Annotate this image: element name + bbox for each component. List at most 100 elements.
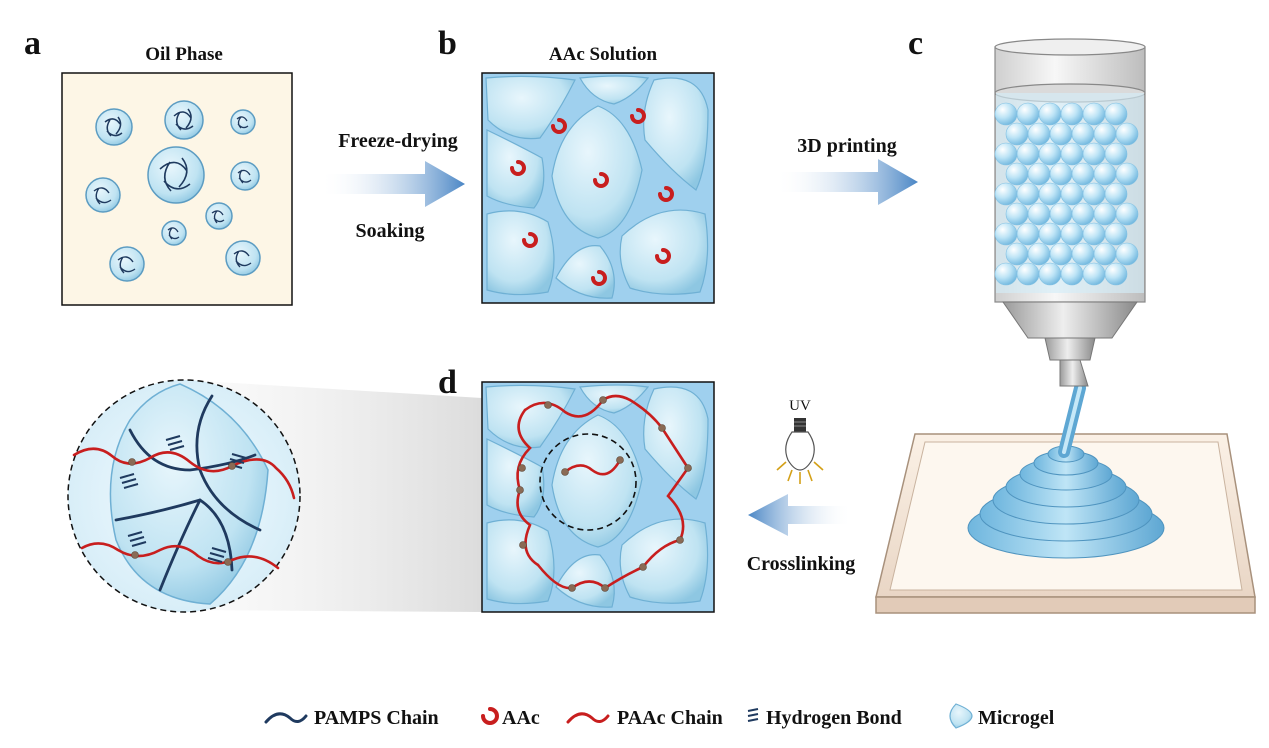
microgel-bead xyxy=(1005,242,1029,266)
microgel-bead xyxy=(1104,182,1128,206)
freeze-drying-label: Freeze-drying xyxy=(338,130,458,152)
microgel-bead xyxy=(1093,122,1117,146)
microgel-sphere xyxy=(95,108,133,146)
packed-microgels xyxy=(485,75,709,299)
paac-chains-zoom xyxy=(72,447,296,570)
legend-hbond: Hydrogen Bond xyxy=(747,707,902,729)
legend-pamps-label: PAMPS Chain xyxy=(314,707,439,729)
microgel-bead xyxy=(1016,102,1040,126)
microgel-bead xyxy=(1005,162,1029,186)
aac-monomer-icon xyxy=(655,248,671,264)
microgel-bead xyxy=(1038,142,1062,166)
microgel-bead xyxy=(1060,102,1084,126)
microgel-bead xyxy=(1005,122,1029,146)
microgel-particle xyxy=(619,518,709,604)
aac-monomer-icon xyxy=(658,186,674,202)
microgel-bead xyxy=(1038,182,1062,206)
microgel-sphere xyxy=(147,146,205,204)
pamps-chains xyxy=(114,394,262,592)
microgel-bead xyxy=(1060,262,1084,286)
microgel-bead xyxy=(1104,102,1128,126)
microgel-sphere xyxy=(205,202,233,230)
panel-d-letter: d xyxy=(438,364,457,401)
hydrogen-bond-icon xyxy=(119,473,139,489)
microgel-bead xyxy=(1049,242,1073,266)
microgel-bead xyxy=(1115,242,1139,266)
panel-b-letter: b xyxy=(438,25,457,62)
aac-monomer-icon xyxy=(551,118,567,134)
microgel-bead xyxy=(1071,242,1095,266)
arrow-crosslinking xyxy=(748,494,852,536)
microgel-bead xyxy=(1082,262,1106,286)
microgel-bead xyxy=(1104,222,1128,246)
microgel-particle xyxy=(643,386,709,500)
syringe-nozzle xyxy=(1002,301,1138,387)
microgel-bead xyxy=(1093,162,1117,186)
panel-a-letter: a xyxy=(24,25,41,62)
microgel-bead xyxy=(1082,142,1106,166)
microgel-bead xyxy=(994,222,1018,246)
microgel-bead xyxy=(1115,202,1139,226)
microgel-bead xyxy=(1060,182,1084,206)
microgel-sphere xyxy=(109,246,145,282)
legend-hbond-label: Hydrogen Bond xyxy=(766,707,902,729)
microgel-bead xyxy=(994,142,1018,166)
microgel-bead xyxy=(1049,162,1073,186)
hydrogen-bond-icon xyxy=(747,708,759,722)
microgel-bead xyxy=(1071,122,1095,146)
legend-paac-label: PAAc Chain xyxy=(617,707,723,729)
legend-pamps: PAMPS Chain xyxy=(264,707,439,729)
microgel-bead xyxy=(1027,162,1051,186)
crosslink-points xyxy=(516,396,692,592)
microgel-bead xyxy=(994,262,1018,286)
oil-phase-microgels xyxy=(85,100,261,282)
aac-monomer-icon xyxy=(522,232,538,248)
crosslinked-microgels xyxy=(485,384,709,608)
microgel-bead xyxy=(1005,202,1029,226)
microgel-particle xyxy=(579,75,650,105)
printed-construct xyxy=(967,445,1165,559)
microgel-particle xyxy=(485,384,576,449)
aac-monomer-icon xyxy=(630,108,646,124)
microgel-bead xyxy=(1049,122,1073,146)
microgel-bead xyxy=(1104,262,1128,286)
microgel-bead xyxy=(1016,142,1040,166)
zoomed-microgel-view xyxy=(67,379,301,613)
microgel-particle xyxy=(486,129,545,209)
microgel-sphere xyxy=(230,161,260,191)
microgel-bead xyxy=(1093,242,1117,266)
microgel-bead xyxy=(1016,222,1040,246)
hydrogen-bond-icon xyxy=(165,435,185,451)
microgel-particle xyxy=(486,519,555,605)
legend-aac: AAc xyxy=(481,707,540,729)
hydrogen-bond-icons xyxy=(119,435,247,563)
microgel-icon xyxy=(949,703,973,729)
panel-c-letter: c xyxy=(908,25,923,62)
hydrogen-bond-icon xyxy=(207,547,227,563)
aac-monomer-icon xyxy=(593,172,609,188)
legend-paac: PAAc Chain xyxy=(566,707,723,729)
microgel-bead xyxy=(1071,162,1095,186)
aac-monomer-icon xyxy=(510,160,526,176)
microgel-particle xyxy=(485,75,576,140)
microgel-particle xyxy=(551,414,643,548)
microgel-bead xyxy=(1115,122,1139,146)
microgel-bead xyxy=(1082,182,1106,206)
microgel-bead xyxy=(1016,262,1040,286)
aac-monomer-icon xyxy=(481,707,499,725)
microgel-sphere xyxy=(230,109,256,135)
legend: PAMPS Chain AAc PAAc Chain Hydrogen Bond… xyxy=(264,703,1055,729)
microgel-sphere xyxy=(161,220,187,246)
microgel-particle xyxy=(551,105,643,239)
pamps-chain-icon xyxy=(264,712,308,724)
arrow-3d-printing xyxy=(775,159,918,205)
panel-a-title: Oil Phase xyxy=(145,44,223,65)
arrow-freeze-drying xyxy=(320,161,465,207)
crosslinking-label: Crosslinking xyxy=(747,553,856,575)
legend-microgel-label: Microgel xyxy=(978,707,1055,729)
microgel-bead xyxy=(1060,142,1084,166)
microgel-bead xyxy=(1038,102,1062,126)
microgel-bead xyxy=(1082,102,1106,126)
aac-monomer-icon xyxy=(591,270,607,286)
